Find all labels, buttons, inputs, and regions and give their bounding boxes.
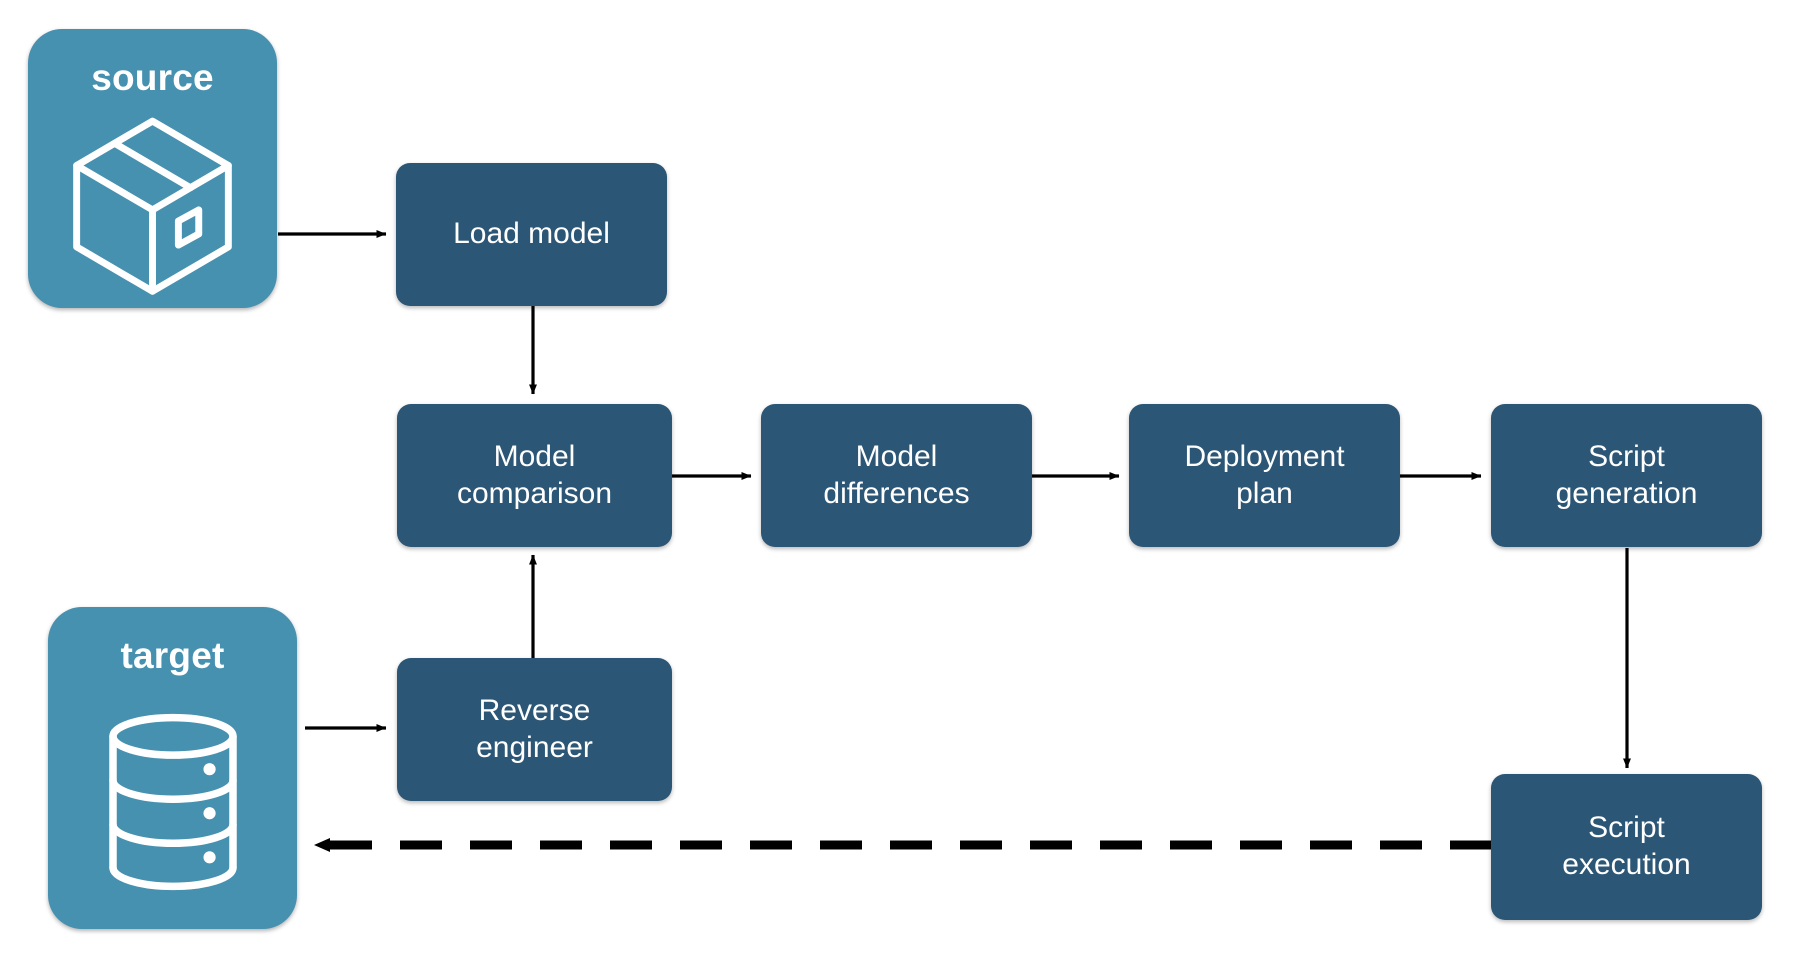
process-script-execution-label-line1: Script — [1588, 811, 1665, 845]
process-model-comparison-label-line1: Model — [493, 439, 576, 473]
process-deployment-plan[interactable]: Deployment plan — [1129, 404, 1400, 547]
endpoint-target[interactable]: target — [48, 607, 297, 929]
process-script-generation[interactable]: Script generation — [1491, 404, 1762, 547]
process-reverse-engineer-label-line1: Reverse — [478, 693, 591, 727]
process-script-execution-label-line2: execution — [1562, 848, 1691, 881]
endpoint-source[interactable]: source — [28, 29, 277, 308]
endpoint-target-label: target — [120, 635, 225, 676]
process-load-model[interactable]: Load model — [396, 163, 667, 306]
package-box-icon — [28, 96, 277, 308]
process-model-comparison[interactable]: Model comparison — [397, 404, 672, 547]
database-cylinder-icon — [48, 674, 297, 929]
process-script-generation-label-line1: Script — [1588, 439, 1665, 473]
process-model-differences-label-line2: differences — [823, 476, 970, 510]
endpoint-source-label: source — [91, 57, 214, 98]
process-load-model-label: Load model — [453, 217, 610, 251]
process-script-generation-label-line2: generation — [1555, 476, 1698, 510]
process-model-comparison-label-line2: comparison — [456, 476, 613, 510]
process-model-differences[interactable]: Model differences — [761, 404, 1032, 547]
process-reverse-engineer-label-line2: engineer — [476, 730, 593, 764]
process-reverse-engineer[interactable]: Reverse engineer — [397, 658, 672, 801]
process-script-execution[interactable]: Script execution — [1491, 774, 1762, 920]
process-model-differences-label-line1: Model — [855, 439, 938, 473]
process-deployment-plan-label-line1: Deployment — [1184, 439, 1345, 473]
process-deployment-plan-label-line2: plan — [1236, 476, 1293, 510]
